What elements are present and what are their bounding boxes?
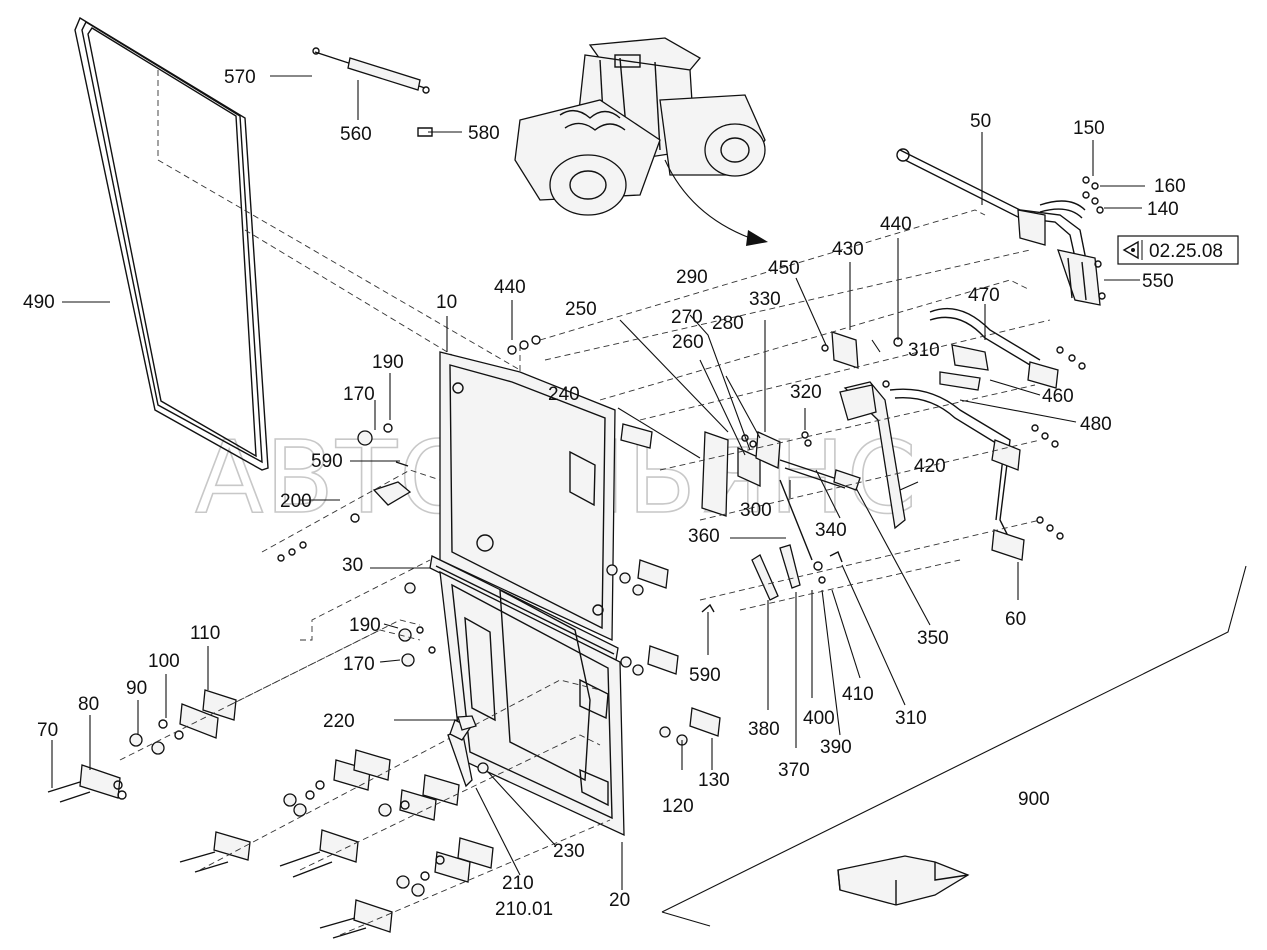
callout-270: 270 (671, 307, 703, 328)
callout-110: 110 (190, 623, 220, 644)
inner-door-handle (821, 331, 906, 530)
callout-440-right: 440 (880, 214, 912, 235)
callout-140: 140 (1147, 199, 1179, 220)
callout-220: 220 (323, 711, 355, 732)
callout-100: 100 (148, 651, 180, 672)
callout-480: 480 (1080, 414, 1112, 435)
callout-580: 580 (468, 123, 500, 144)
callout-30: 30 (342, 555, 363, 576)
callout-200: 200 (280, 491, 312, 512)
callout-330: 330 (749, 289, 781, 310)
callout-310-bottom: 310 (895, 708, 927, 729)
callout-590-left: 590 (311, 451, 343, 472)
direction-arrow (837, 855, 970, 906)
callout-310-top: 310 (908, 340, 940, 361)
callout-440-left: 440 (494, 277, 526, 298)
window-glass (74, 16, 269, 471)
callout-130: 130 (698, 770, 730, 791)
callout-230: 230 (553, 841, 585, 862)
callout-350: 350 (917, 628, 949, 649)
handle-bracket (1057, 249, 1106, 306)
door-latch-arm (447, 715, 489, 788)
callout-190-bottom: 190 (349, 615, 381, 636)
callout-20: 20 (609, 890, 630, 911)
glass-dash-line (157, 70, 521, 371)
callout-70: 70 (37, 720, 58, 741)
callout-80: 80 (78, 694, 99, 715)
fastener-set-top (1082, 176, 1104, 214)
reference-box (1117, 235, 1239, 265)
callout-400: 400 (803, 708, 835, 729)
callout-50: 50 (970, 111, 991, 132)
callout-10: 10 (436, 292, 457, 313)
callout-280: 280 (712, 313, 744, 334)
callout-900: 900 (1018, 789, 1050, 810)
callout-390: 390 (820, 737, 852, 758)
callout-300: 300 (740, 500, 772, 521)
callout-450: 450 (768, 258, 800, 279)
callout-60: 60 (1005, 609, 1026, 630)
outer-door-handle (889, 307, 1086, 561)
callout-240: 240 (548, 384, 580, 405)
door-latch-mechanism (701, 431, 861, 601)
callout-370: 370 (778, 760, 810, 781)
callout-490: 490 (23, 292, 55, 313)
callout-590-right: 590 (689, 665, 721, 686)
roller-machine-illustration (514, 37, 766, 216)
callout-150: 150 (1073, 118, 1105, 139)
callout-550: 550 (1142, 271, 1174, 292)
callout-570: 570 (224, 67, 256, 88)
door-stop-parts-upper (277, 423, 412, 562)
callout-560: 560 (340, 124, 372, 145)
zoom-arrow (664, 159, 751, 239)
callout-360: 360 (688, 526, 720, 547)
callout-170-bottom: 170 (343, 654, 375, 675)
hinge-assembly-bottom (179, 749, 494, 939)
callout-260: 260 (672, 332, 704, 353)
reference-code: 02.25.08 (1149, 241, 1223, 262)
door-stop-parts-lower (398, 582, 436, 667)
cab-outline (661, 565, 1247, 913)
callout-90: 90 (126, 678, 147, 699)
callout-380: 380 (748, 719, 780, 740)
callout-290: 290 (676, 267, 708, 288)
callout-170-top: 170 (343, 384, 375, 405)
gas-strut (312, 47, 430, 94)
callout-430: 430 (832, 239, 864, 260)
callout-210-01: 210.01 (495, 899, 553, 920)
callout-420: 420 (914, 456, 946, 477)
callout-120: 120 (662, 796, 694, 817)
callout-470: 470 (968, 285, 1000, 306)
callout-190-top: 190 (372, 352, 404, 373)
hinge-assembly-top (47, 689, 237, 803)
door-side-plates (606, 423, 721, 746)
callout-410: 410 (842, 684, 874, 705)
callout-320: 320 (790, 382, 822, 403)
callout-460: 460 (1042, 386, 1074, 407)
callout-210: 210 (502, 873, 534, 894)
callout-250: 250 (565, 299, 597, 320)
callout-160: 160 (1154, 176, 1186, 197)
door-upper-panel (439, 351, 616, 642)
callout-340: 340 (815, 520, 847, 541)
